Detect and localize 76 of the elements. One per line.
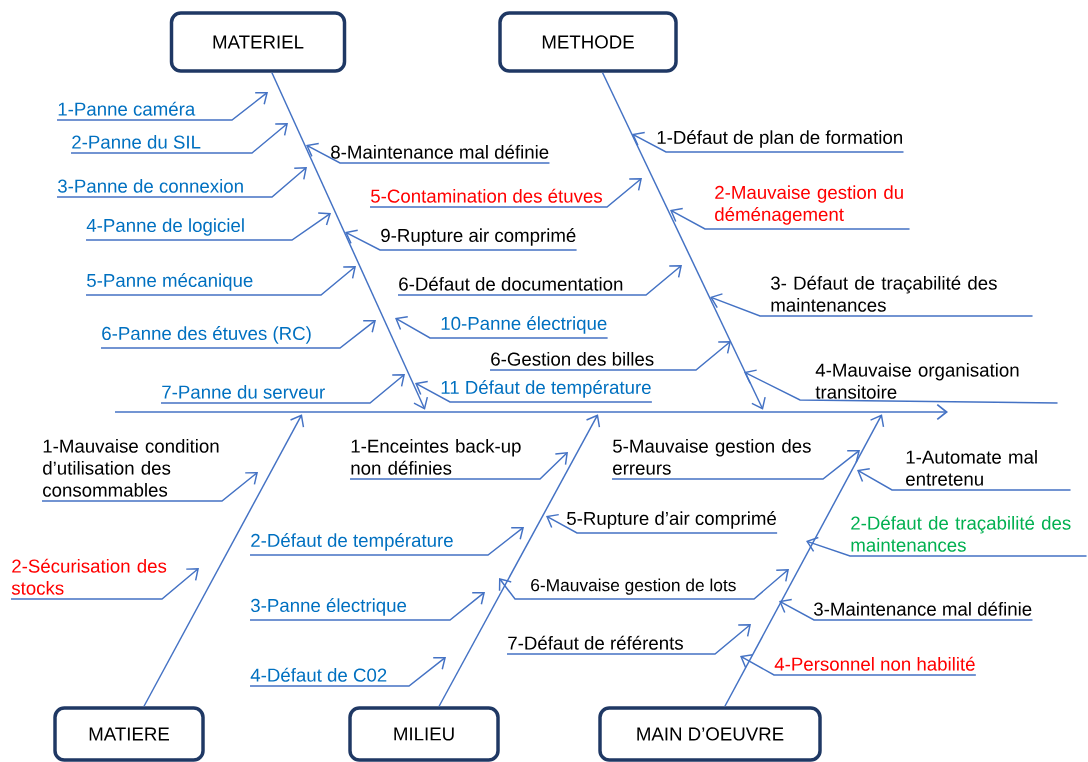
arrow bbox=[710, 293, 1034, 317]
cause-label: 3- Défaut de traçabilité des maintenances bbox=[771, 275, 997, 312]
arrow bbox=[349, 452, 568, 480]
arrow bbox=[529, 569, 789, 600]
cause-label: 2-Défaut de traçabilité des maintenances bbox=[851, 515, 1071, 552]
arrow bbox=[10, 568, 199, 600]
arrow bbox=[779, 598, 1034, 621]
arrow bbox=[498, 578, 531, 600]
arrow bbox=[415, 380, 653, 403]
cause-label: 1-Mauvaise condition d’utilisation des consommables bbox=[43, 439, 219, 497]
arrow bbox=[70, 123, 288, 154]
cause-label: 6-Gestion des billes bbox=[491, 352, 654, 366]
cause-label: 3-Panne électrique bbox=[251, 598, 407, 616]
cause-label: 9-Rupture air comprimé bbox=[381, 228, 576, 246]
arrow bbox=[806, 536, 1088, 557]
category-box: MATIERE bbox=[53, 706, 205, 762]
cause-label: 1-Automate mal entretenu bbox=[906, 450, 1037, 486]
cause-label: 7-Défaut de référents bbox=[508, 635, 683, 650]
arrow bbox=[670, 207, 911, 230]
cause-label: 6-Mauvaise gestion de lots bbox=[531, 578, 736, 595]
cause-label: 5-Panne mécanique bbox=[87, 273, 253, 291]
cause-label: 6-Défaut de documentation bbox=[399, 276, 623, 291]
arrow bbox=[489, 341, 731, 371]
cause-label: 6-Panne des étuves (RC) bbox=[102, 326, 311, 344]
category-box: MATERIEL bbox=[169, 11, 347, 73]
category-box: METHODE bbox=[498, 11, 678, 73]
cause-label: 4-Défaut de C02 bbox=[250, 667, 387, 682]
arrow bbox=[395, 316, 609, 339]
arrow bbox=[306, 142, 551, 164]
cause-label: 3-Maintenance mal définie bbox=[814, 601, 1032, 616]
arrow bbox=[369, 178, 642, 208]
arrow bbox=[85, 266, 356, 296]
arrow bbox=[632, 131, 905, 153]
arrow bbox=[249, 526, 524, 556]
bone-arrow bbox=[724, 414, 885, 707]
arrow bbox=[41, 472, 258, 502]
arrow bbox=[740, 654, 977, 676]
cause-label: 1-Enceintes back-up non définies bbox=[351, 439, 521, 475]
bone-arrow bbox=[143, 414, 305, 707]
category-box: MAIN D’OEUVRE bbox=[598, 706, 822, 762]
arrow bbox=[100, 319, 376, 349]
cause-label: 1-Panne caméra bbox=[58, 101, 196, 116]
cause-label: 4-Personnel non habilité bbox=[774, 656, 975, 671]
cause-label: 7-Panne du serveur bbox=[162, 385, 325, 399]
cause-label: 5-Mauvaise gestion des erreurs bbox=[613, 439, 811, 475]
cause-label: 8-Maintenance mal définie bbox=[331, 144, 549, 159]
cause-label: 10-Panne électrique bbox=[441, 316, 607, 334]
cause-label: 5-Rupture d’air comprimé bbox=[567, 511, 776, 529]
cause-label: 2-Panne du SIL bbox=[72, 135, 201, 149]
cause-label: 3-Panne de connexion bbox=[58, 179, 243, 193]
arrow bbox=[160, 374, 405, 404]
arrow bbox=[857, 468, 1072, 491]
bone-arrow bbox=[601, 72, 766, 410]
arrow bbox=[56, 91, 268, 121]
category-box: MILIEU bbox=[348, 706, 500, 762]
bone-arrow bbox=[438, 414, 601, 707]
cause-label: 4-Panne de logiciel bbox=[86, 218, 244, 236]
arrow bbox=[546, 513, 778, 534]
cause-label: 2-Défaut de température bbox=[251, 533, 453, 551]
arrow bbox=[506, 624, 751, 655]
spine-arrow bbox=[114, 403, 948, 421]
arrow bbox=[85, 212, 331, 241]
cause-label: 1-Défaut de plan de formation bbox=[657, 130, 902, 148]
cause-label: 4-Mauvaise organisation transitoire bbox=[815, 363, 1019, 399]
cause-label: 2-Sécurisation des stocks bbox=[11, 558, 167, 595]
arrow bbox=[249, 592, 485, 621]
arrow bbox=[345, 229, 578, 251]
cause-label: 2-Mauvaise gestion du déménagement bbox=[715, 185, 903, 225]
arrow bbox=[56, 167, 307, 198]
arrow bbox=[249, 656, 446, 687]
arrow bbox=[397, 265, 682, 296]
bone-arrow bbox=[271, 72, 429, 410]
cause-label: 11 Défaut de température bbox=[441, 380, 651, 398]
arrow bbox=[611, 449, 860, 480]
arrow bbox=[744, 369, 1059, 404]
cause-label: 5-Contamination des étuves bbox=[371, 188, 602, 203]
